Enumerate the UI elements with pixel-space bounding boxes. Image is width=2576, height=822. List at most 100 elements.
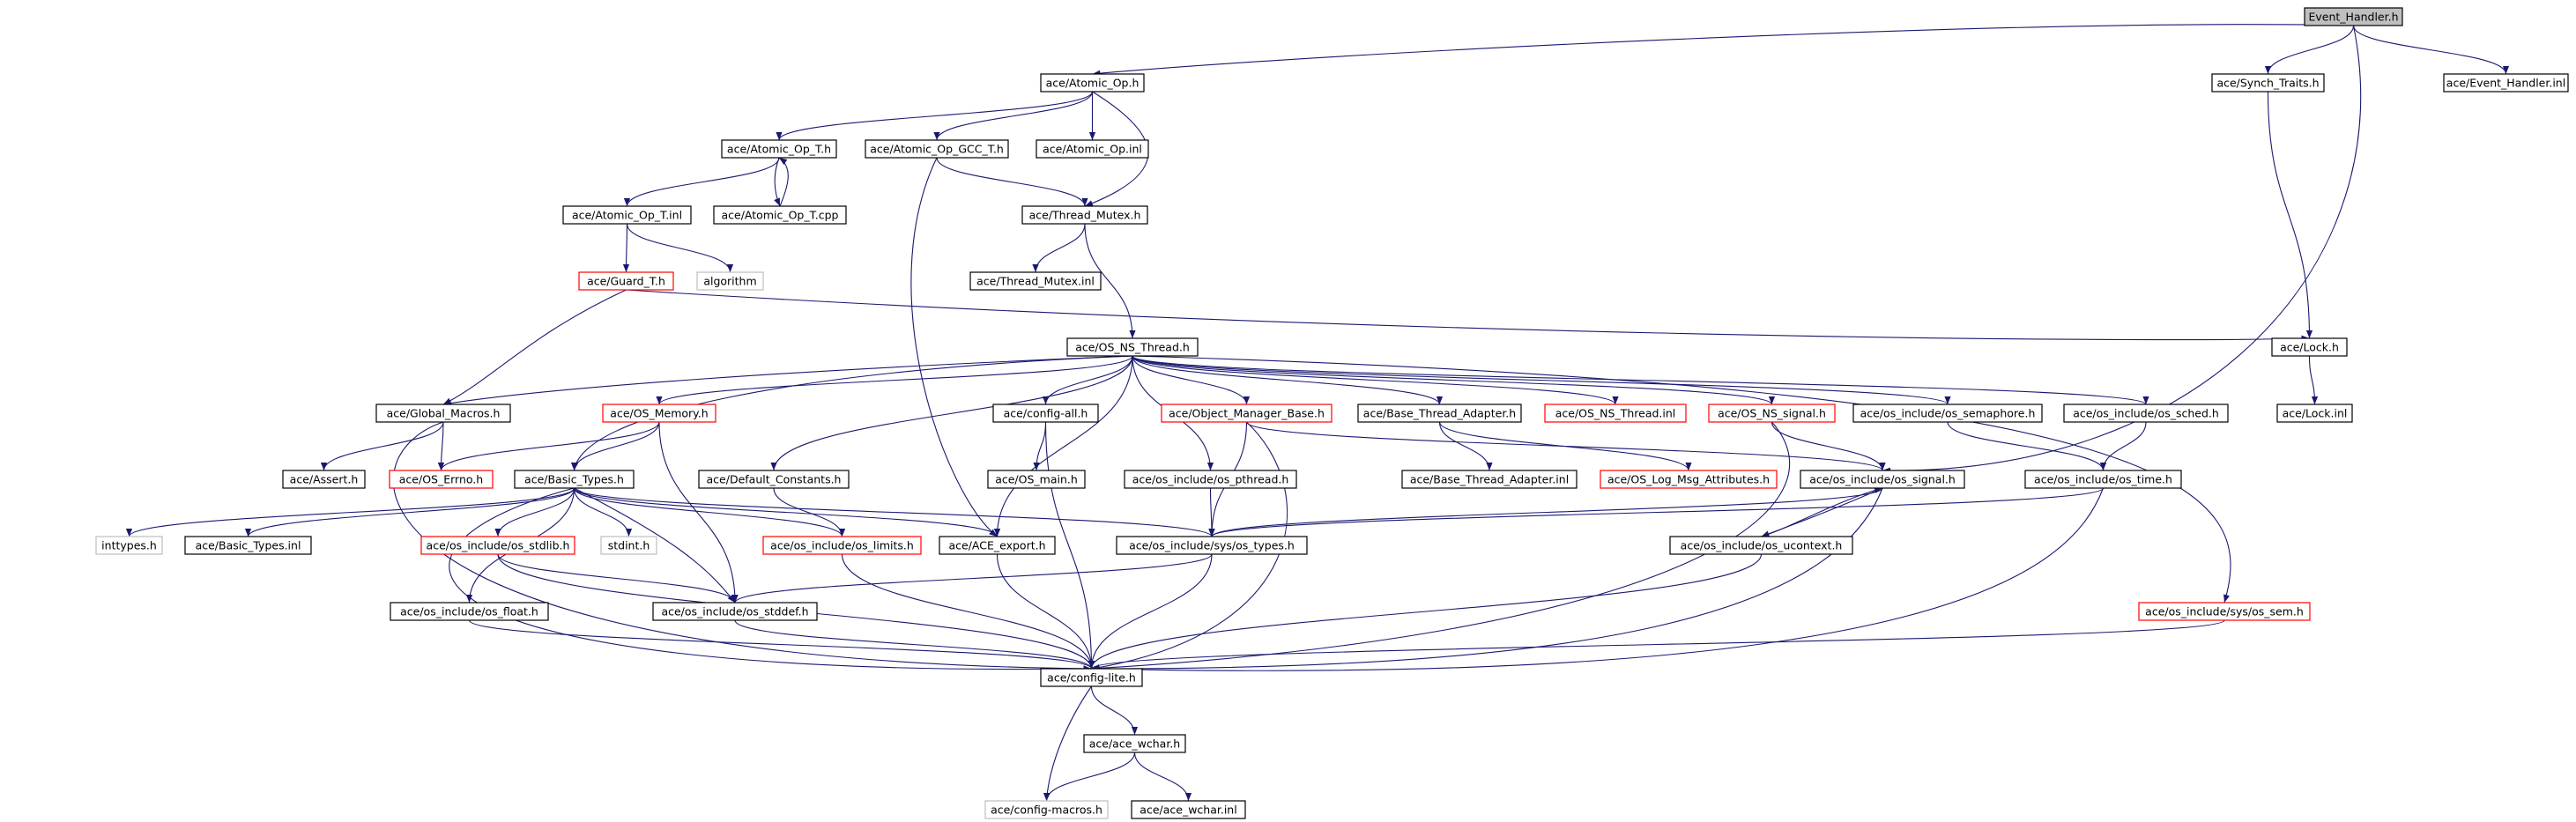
node-basic-types-h[interactable]: ace/Basic_Types.h xyxy=(514,470,635,489)
node-ace-wchar-inl[interactable]: ace/ace_wchar.inl xyxy=(1131,800,1246,819)
node-synch-traits-h[interactable]: ace/Synch_Traits.h xyxy=(2211,73,2325,93)
node-os-stddef-h[interactable]: ace/os_include/os_stddef.h xyxy=(652,602,818,621)
node-atomic-op-t-inl[interactable]: ace/Atomic_Op_T.inl xyxy=(562,205,692,225)
node-assert-h[interactable]: ace/Assert.h xyxy=(282,470,366,489)
node-label: ace/config-all.h xyxy=(1004,407,1088,420)
node-base-thread-adapter-h[interactable]: ace/Base_Thread_Adapter.h xyxy=(1357,404,1522,423)
node-atomic-op-t-cpp[interactable]: ace/Atomic_Op_T.cpp xyxy=(713,205,847,225)
node-os-ns-thread-h[interactable]: ace/OS_NS_Thread.h xyxy=(1066,337,1199,357)
edge-os_memory_h-to-basic_types_h xyxy=(570,421,660,471)
node-os-time-h[interactable]: ace/os_include/os_time.h xyxy=(2024,470,2182,489)
node-box xyxy=(1800,470,1965,489)
edge-basic_types_h-to-ace_export_h xyxy=(573,487,1000,537)
node-box xyxy=(184,536,312,555)
node-lock-h[interactable]: ace/Lock.h xyxy=(2271,337,2348,357)
node-atomic-op-gcc-t-h[interactable]: ace/Atomic_Op_GCC_T.h xyxy=(865,139,1009,159)
node-box xyxy=(1116,536,1308,555)
node-label: ace/Atomic_Op_T.inl xyxy=(572,209,682,222)
node-os-stdlib-h[interactable]: ace/os_include/os_stdlib.h xyxy=(420,536,575,555)
node-os-semaphore-h[interactable]: ace/os_include/os_semaphore.h xyxy=(1852,404,2043,423)
node-thread-mutex-h[interactable]: ace/Thread_Mutex.h xyxy=(1021,205,1148,225)
edge-base_thread_adapter_h-to-base_thread_adapter_inl xyxy=(1438,421,1493,471)
node-default-constants-h[interactable]: ace/Default_Constants.h xyxy=(698,470,850,489)
node-label: ace/Base_Thread_Adapter.inl xyxy=(1410,473,1569,486)
node-label: ace/os_include/os_float.h xyxy=(400,605,538,618)
node-label: ace/Atomic_Op_T.h xyxy=(727,143,831,156)
node-atomic-op-inl[interactable]: ace/Atomic_Op.inl xyxy=(1036,139,1149,159)
edge-config_all_h-to-config_lite_h xyxy=(1044,421,1095,670)
node-event-handler-h[interactable]: Event_Handler.h xyxy=(2304,7,2403,26)
node-config-macros-h[interactable]: ace/config-macros.h xyxy=(984,800,1109,819)
node-config-lite-h[interactable]: ace/config-lite.h xyxy=(1040,668,1143,687)
edge-basic_types_h-to-os_stddef_h xyxy=(574,487,736,604)
node-thread-mutex-inl[interactable]: ace/Thread_Mutex.inl xyxy=(969,271,1102,291)
node-atomic-op-h[interactable]: ace/Atomic_Op.h xyxy=(1040,73,1145,93)
node-os-signal-h[interactable]: ace/os_include/os_signal.h xyxy=(1800,470,1965,489)
edge-atomic_op_t_h-to-atomic_op_t_inl xyxy=(623,157,780,207)
edge-os_ns_thread_h-to-os_semaphore_h xyxy=(1132,355,1951,405)
node-box xyxy=(1131,800,1246,819)
node-box xyxy=(1036,139,1149,159)
node-guard-t-h[interactable]: ace/Guard_T.h xyxy=(578,271,674,291)
node-inttypes-h[interactable]: inttypes.h xyxy=(95,536,163,555)
node-global-macros-h[interactable]: ace/Global_Macros.h xyxy=(375,404,511,423)
node-label: ace/Assert.h xyxy=(290,473,359,486)
node-stdint-h[interactable]: stdint.h xyxy=(600,536,657,555)
node-label: algorithm xyxy=(703,275,756,288)
node-ace-wchar-h[interactable]: ace/ace_wchar.h xyxy=(1083,734,1186,753)
edge-sys_os_sem_h-to-config_lite_h xyxy=(1088,619,2225,670)
node-label: ace/Atomic_Op_GCC_T.h xyxy=(870,143,1004,156)
node-ace-export-h[interactable]: ace/ACE_export.h xyxy=(939,536,1056,555)
node-event-handler-inl[interactable]: ace/Event_Handler.inl xyxy=(2443,73,2569,93)
node-os-ns-thread-inl[interactable]: ace/OS_NS_Thread.inl xyxy=(1544,404,1687,423)
node-box xyxy=(939,536,1056,555)
edge-guard_t_h-to-lock_h xyxy=(626,289,2310,342)
node-label: ace/os_include/os_semaphore.h xyxy=(1860,407,2036,420)
node-box xyxy=(1040,668,1143,687)
node-box xyxy=(602,404,716,423)
node-box xyxy=(865,139,1009,159)
node-label: ace/config-macros.h xyxy=(991,803,1102,817)
edge-object_manager_base_h-to-config_lite_h xyxy=(1091,421,1288,671)
node-basic-types-inl[interactable]: ace/Basic_Types.inl xyxy=(184,536,312,555)
node-sys-os-types-h[interactable]: ace/os_include/sys/os_types.h xyxy=(1116,536,1308,555)
node-os-memory-h[interactable]: ace/OS_Memory.h xyxy=(602,404,716,423)
node-label: ace/os_include/os_ucontext.h xyxy=(1681,539,1843,552)
edge-global_macros_h-to-assert_h xyxy=(320,421,444,471)
node-os-ns-signal-h[interactable]: ace/OS_NS_signal.h xyxy=(1708,404,1836,423)
edge-basic_types_h-to-os_stdlib_h xyxy=(494,487,575,537)
edge-ace_wchar_h-to-ace_wchar_inl xyxy=(1133,752,1192,802)
node-os-log-msg-attributes-h[interactable]: ace/OS_Log_Msg_Attributes.h xyxy=(1600,470,1778,489)
node-atomic-op-t-h[interactable]: ace/Atomic_Op_T.h xyxy=(721,139,837,159)
node-os-main-h[interactable]: ace/OS_main.h xyxy=(987,470,1086,489)
node-box xyxy=(713,205,847,225)
node-os-limits-h[interactable]: ace/os_include/os_limits.h xyxy=(762,536,922,555)
node-box xyxy=(987,470,1086,489)
node-box xyxy=(562,205,692,225)
node-box xyxy=(1708,404,1836,423)
edge-os_ns_thread_h-to-basic_types_h xyxy=(572,355,1133,471)
node-base-thread-adapter-inl[interactable]: ace/Base_Thread_Adapter.inl xyxy=(1401,470,1578,489)
node-label: ace/Basic_Types.inl xyxy=(196,539,301,552)
node-sys-os-sem-h[interactable]: ace/os_include/sys/os_sem.h xyxy=(2138,602,2311,621)
node-os-float-h[interactable]: ace/os_include/os_float.h xyxy=(390,602,549,621)
node-box xyxy=(2138,602,2311,621)
edge-os_time_h-to-sys_os_types_h xyxy=(1208,487,2105,537)
edge-event_handler_h-to-os_signal_h xyxy=(1882,25,2362,474)
edge-lock_h-to-lock_inl xyxy=(2308,355,2319,405)
node-box xyxy=(2271,337,2348,357)
node-box xyxy=(721,139,837,159)
edge-os_ns_thread_h-to-global_macros_h xyxy=(442,355,1133,407)
edge-os_limits_h-to-config_lite_h xyxy=(841,553,1095,670)
node-config-all-h[interactable]: ace/config-all.h xyxy=(992,404,1099,423)
node-box xyxy=(1401,470,1578,489)
node-os-ucontext-h[interactable]: ace/os_include/os_ucontext.h xyxy=(1669,536,1853,555)
node-lock-inl[interactable]: ace/Lock.inl xyxy=(2276,404,2353,423)
node-os-sched-h[interactable]: ace/os_include/os_sched.h xyxy=(2063,404,2229,423)
node-algorithm[interactable]: algorithm xyxy=(696,271,764,291)
node-os-pthread-h[interactable]: ace/os_include/os_pthread.h xyxy=(1124,470,1297,489)
node-os-errno-h[interactable]: ace/OS_Errno.h xyxy=(389,470,494,489)
node-object-manager-base-h[interactable]: ace/Object_Manager_Base.h xyxy=(1161,404,1333,423)
edge-basic_types_h-to-stdint_h xyxy=(573,487,633,537)
node-box xyxy=(390,602,549,621)
